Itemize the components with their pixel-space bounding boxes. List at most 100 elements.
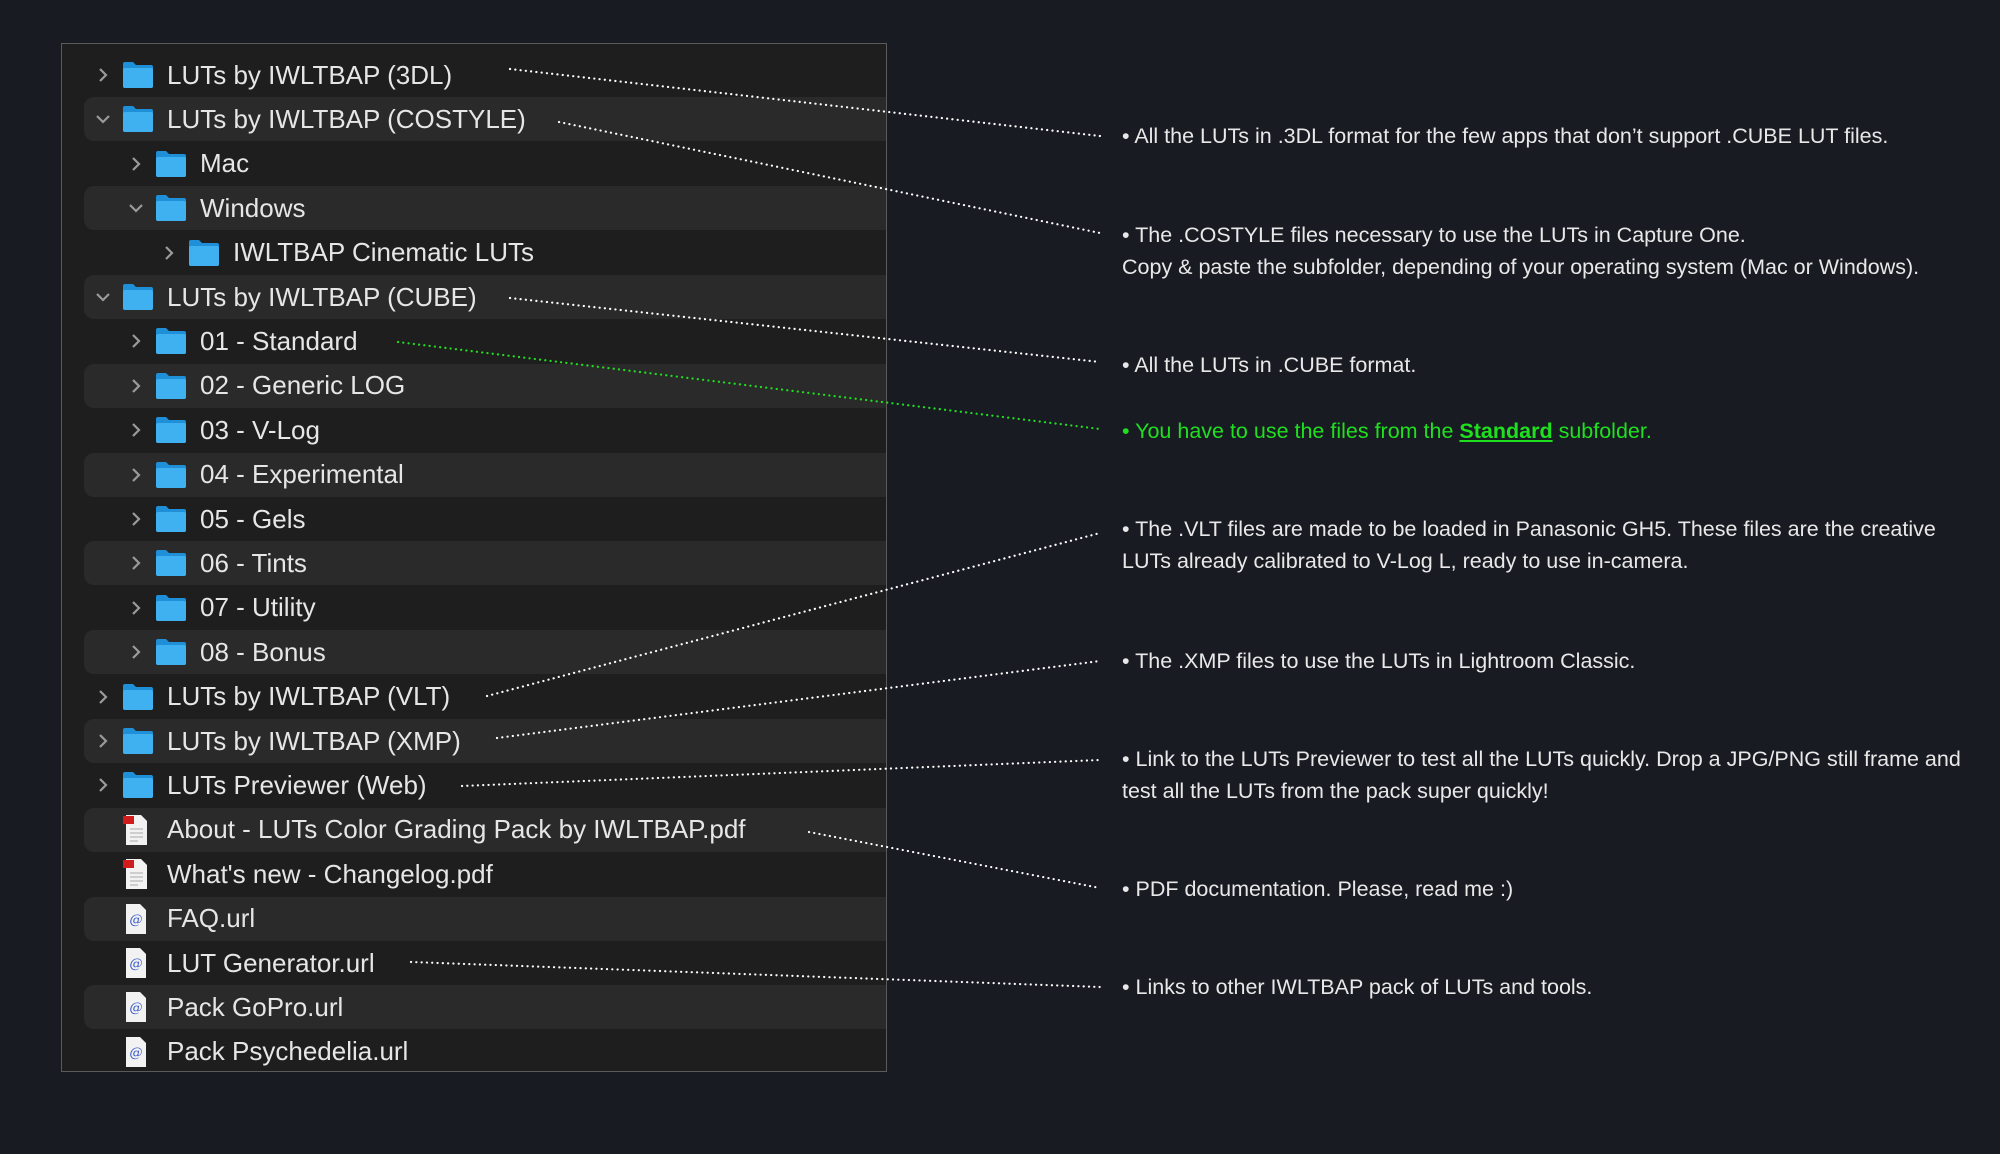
folder-icon: [155, 194, 187, 222]
folder-row[interactable]: 02 - Generic LOG: [84, 363, 886, 408]
url-file-icon: @: [123, 947, 149, 979]
folder-icon: [155, 594, 187, 622]
folder-icon: [155, 416, 187, 444]
file-row[interactable]: @ LUT Generator.url: [84, 941, 886, 985]
note-standard-pre: • You have to use the files from the: [1122, 419, 1460, 443]
chevron-right-icon[interactable]: [92, 686, 114, 708]
folder-row[interactable]: IWLTBAP Cinematic LUTs: [84, 231, 886, 275]
item-label: LUTs Previewer (Web): [167, 769, 427, 800]
item-label: LUT Generator.url: [167, 947, 375, 978]
chevron-right-icon[interactable]: [125, 153, 147, 175]
item-label: What's new - Changelog.pdf: [167, 858, 493, 889]
chevron-right-icon[interactable]: [92, 730, 114, 752]
file-row[interactable]: @ Pack Psychedelia.url: [84, 1030, 886, 1071]
folder-row[interactable]: LUTs by IWLTBAP (CUBE): [84, 275, 886, 319]
url-file-icon: @: [123, 991, 149, 1023]
note-standard: • You have to use the files from the Sta…: [1122, 415, 1652, 447]
folder-row[interactable]: Windows: [84, 186, 886, 231]
chevron-right-icon[interactable]: [125, 375, 147, 397]
folder-row[interactable]: LUTs by IWLTBAP (XMP): [84, 719, 886, 763]
folder-icon: [155, 372, 187, 400]
pdf-file-icon: [123, 858, 149, 890]
folder-icon: [155, 461, 187, 489]
chevron-right-icon[interactable]: [125, 552, 147, 574]
folder-icon: [122, 771, 154, 799]
item-label: 08 - Bonus: [200, 636, 326, 667]
item-label: 04 - Experimental: [200, 459, 404, 490]
svg-text:@: @: [130, 913, 143, 928]
file-row[interactable]: @Pack GoPro.url: [84, 985, 886, 1030]
folder-row[interactable]: LUTs by IWLTBAP (COSTYLE): [84, 97, 886, 142]
note-standard-post: subfolder.: [1552, 419, 1652, 443]
chevron-right-icon[interactable]: [125, 597, 147, 619]
item-label: 07 - Utility: [200, 592, 316, 623]
folder-icon: [155, 505, 187, 533]
chevron-right-icon[interactable]: [125, 508, 147, 530]
folder-icon: [122, 727, 154, 755]
folder-icon: [188, 239, 220, 267]
chevron-right-icon[interactable]: [125, 330, 147, 352]
folder-icon: [122, 105, 154, 133]
item-label: 06 - Tints: [200, 547, 307, 578]
chevron-right-icon[interactable]: [125, 464, 147, 486]
folder-icon: [155, 150, 187, 178]
folder-row[interactable]: LUTs by IWLTBAP (VLT): [84, 675, 886, 719]
file-row[interactable]: What's new - Changelog.pdf: [84, 852, 886, 896]
note-costyle-line1: • The .COSTYLE files necessary to use th…: [1122, 223, 1746, 247]
chevron-down-icon[interactable]: [92, 108, 114, 130]
svg-text:@: @: [130, 1046, 143, 1061]
folder-icon: [122, 283, 154, 311]
folder-row[interactable]: LUTs Previewer (Web): [84, 763, 886, 807]
url-file-icon: @: [123, 1036, 149, 1068]
svg-text:@: @: [130, 1001, 143, 1016]
pdf-file-icon: [123, 814, 149, 846]
folder-icon: [122, 61, 154, 89]
chevron-right-icon[interactable]: [125, 419, 147, 441]
folder-row[interactable]: 08 - Bonus: [84, 630, 886, 675]
item-label: LUTs by IWLTBAP (3DL): [167, 59, 453, 90]
note-costyle-line2: Copy & paste the subfolder, depending of…: [1122, 255, 1920, 279]
folder-row[interactable]: 01 - Standard: [84, 319, 886, 363]
file-row[interactable]: @ FAQ.url: [84, 896, 886, 941]
chevron-down-icon[interactable]: [125, 197, 147, 219]
folder-row[interactable]: 03 - V-Log: [84, 408, 886, 452]
item-label: 03 - V-Log: [200, 414, 320, 445]
note-web-line2: test all the LUTs from the pack super qu…: [1122, 779, 1549, 803]
item-label: LUTs by IWLTBAP (XMP): [167, 725, 461, 756]
folder-row[interactable]: Mac: [84, 142, 886, 186]
note-vlt-line1: • The .VLT files are made to be loaded i…: [1122, 517, 1936, 541]
folder-row[interactable]: 07 - Utility: [84, 586, 886, 630]
chevron-right-icon[interactable]: [92, 774, 114, 796]
folder-row[interactable]: 04 - Experimental: [84, 452, 886, 497]
note-pdf: • PDF documentation. Please, read me :): [1122, 877, 1514, 901]
chevron-down-icon[interactable]: [92, 286, 114, 308]
item-label: LUTs by IWLTBAP (CUBE): [167, 281, 477, 312]
folder-row[interactable]: 05 - Gels: [84, 497, 886, 541]
item-label: FAQ.url: [167, 903, 256, 934]
finder-file-tree: LUTs by IWLTBAP (3DL) LUTs by IWLTBAP (CO…: [61, 43, 887, 1072]
note-3dl: • All the LUTs in .3DL format for the fe…: [1122, 124, 1889, 148]
note-xmp: • The .XMP files to use the LUTs in Ligh…: [1122, 649, 1636, 673]
note-links: • Links to other IWLTBAP pack of LUTs an…: [1122, 975, 1593, 999]
folder-icon: [155, 549, 187, 577]
folder-row[interactable]: LUTs by IWLTBAP (3DL): [84, 53, 886, 97]
note-vlt-line2: LUTs already calibrated to V-Log L, read…: [1122, 549, 1689, 573]
item-label: IWLTBAP Cinematic LUTs: [233, 237, 535, 268]
item-label: LUTs by IWLTBAP (VLT): [167, 681, 451, 712]
note-cube: • All the LUTs in .CUBE format.: [1122, 353, 1417, 377]
url-file-icon: @: [123, 903, 149, 935]
chevron-right-icon[interactable]: [158, 242, 180, 264]
chevron-right-icon[interactable]: [125, 641, 147, 663]
folder-row[interactable]: 06 - Tints: [84, 541, 886, 586]
file-row[interactable]: About - LUTs Color Grading Pack by IWLTB…: [84, 807, 886, 852]
item-label: 02 - Generic LOG: [200, 370, 406, 401]
item-label: About - LUTs Color Grading Pack by IWLTB…: [167, 814, 746, 845]
item-label: Mac: [200, 148, 250, 179]
note-web-line1: • Link to the LUTs Previewer to test all…: [1122, 747, 1961, 771]
chevron-right-icon[interactable]: [92, 64, 114, 86]
folder-icon: [155, 638, 187, 666]
item-label: Pack Psychedelia.url: [167, 1036, 409, 1067]
folder-icon: [155, 327, 187, 355]
svg-text:@: @: [130, 957, 143, 972]
item-label: 05 - Gels: [200, 503, 306, 534]
